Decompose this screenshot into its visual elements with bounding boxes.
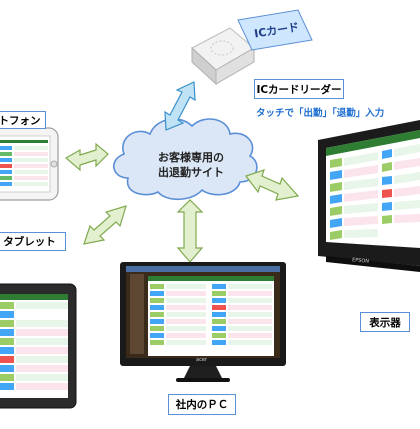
card-reader-note: タッチで「出勤」「退勤」入力: [256, 108, 385, 119]
tablet-device: [0, 283, 77, 409]
tablet-label: タブレット: [0, 232, 66, 251]
arrow-phone-cloud: [64, 142, 109, 172]
arrow-reader-cloud: [164, 81, 196, 131]
arrow-pc-cloud: [176, 199, 204, 263]
display-label: 表示器: [360, 312, 410, 332]
display-device: [318, 120, 420, 272]
display-screen-rows: [330, 144, 420, 240]
card-reader-label: ICカードリーダー: [254, 79, 344, 99]
cloud-line-1: お客様専用の: [158, 151, 224, 164]
cloud-text: お客様専用の 出退勤サイト: [132, 150, 250, 180]
cloud-shape: [113, 118, 258, 201]
tablet-screen-rows: [0, 294, 68, 390]
smartphone-screen-rows: [0, 140, 48, 186]
card-reader-device: [191, 27, 255, 86]
arrow-tablet-cloud: [83, 205, 127, 245]
pc-label: 社内のＰＣ: [168, 394, 236, 415]
ic-card: [237, 9, 313, 51]
smartphone-device: [0, 127, 59, 201]
pc-screen-rows: [148, 276, 274, 345]
monitor-brand: acer: [196, 357, 207, 363]
pc-monitor-device: [120, 262, 286, 382]
cloud-line-2: 出退勤サイト: [158, 166, 224, 179]
smartphone-label: トフォン: [0, 111, 46, 129]
arrow-display-cloud: [245, 169, 300, 201]
